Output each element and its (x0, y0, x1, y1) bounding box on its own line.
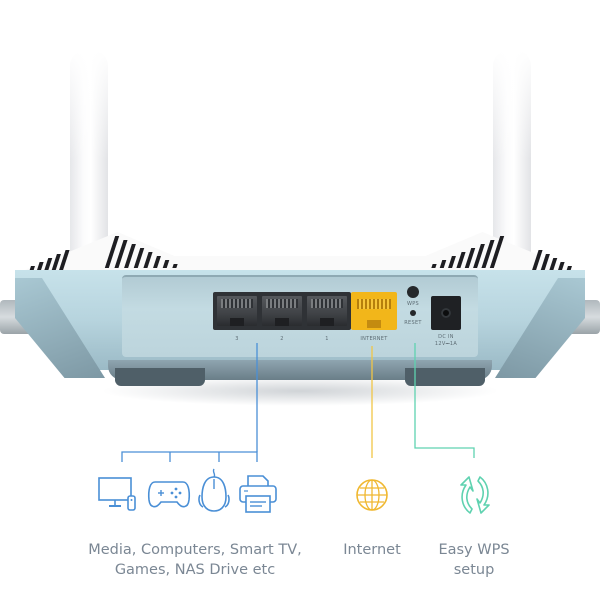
right-foot (405, 368, 485, 386)
gamepad-icon (147, 481, 191, 508)
globe-icon (356, 479, 388, 511)
wps-caption-line2: setup (453, 562, 495, 578)
left-foot (115, 368, 205, 386)
power-label-line1: DC IN (438, 334, 454, 340)
lan-port-label: 3 (235, 336, 239, 342)
lan-port-label: 1 (325, 336, 329, 342)
lan-port-2[interactable] (262, 296, 302, 326)
tv-icon (98, 477, 136, 511)
wps-caption-line1: Easy WPS (438, 542, 510, 558)
lan-caption-line1: Media, Computers, Smart TV, (88, 542, 302, 558)
wps-caption: Easy WPS setup (424, 540, 524, 580)
wps-button[interactable] (407, 286, 419, 298)
lan-caption-line2: Games, NAS Drive etc (114, 562, 276, 578)
internet-port[interactable] (351, 292, 397, 330)
printer-icon (239, 475, 277, 513)
headset-mouse-icon (198, 468, 230, 512)
lan-port-1[interactable] (307, 296, 347, 326)
power-label-line2: 12V⎓1A (434, 341, 458, 347)
wps-label: WPS (406, 301, 420, 307)
reset-button[interactable] (410, 310, 416, 316)
sync-arrows-icon (460, 476, 490, 514)
lan-port-3[interactable] (217, 296, 257, 326)
power-jack[interactable] (431, 296, 461, 330)
internet-caption-line1: Internet (343, 542, 401, 558)
antenna-fade (493, 50, 531, 160)
lan-caption: Media, Computers, Smart TV, Games, NAS D… (70, 540, 320, 580)
internet-caption: Internet (330, 540, 414, 560)
lan-port-label: 2 (280, 336, 284, 342)
antenna-fade (70, 50, 108, 160)
reset-label: RESET (404, 320, 422, 326)
lan-port-group (213, 292, 351, 330)
internet-port-label: INTERNET (360, 336, 388, 342)
